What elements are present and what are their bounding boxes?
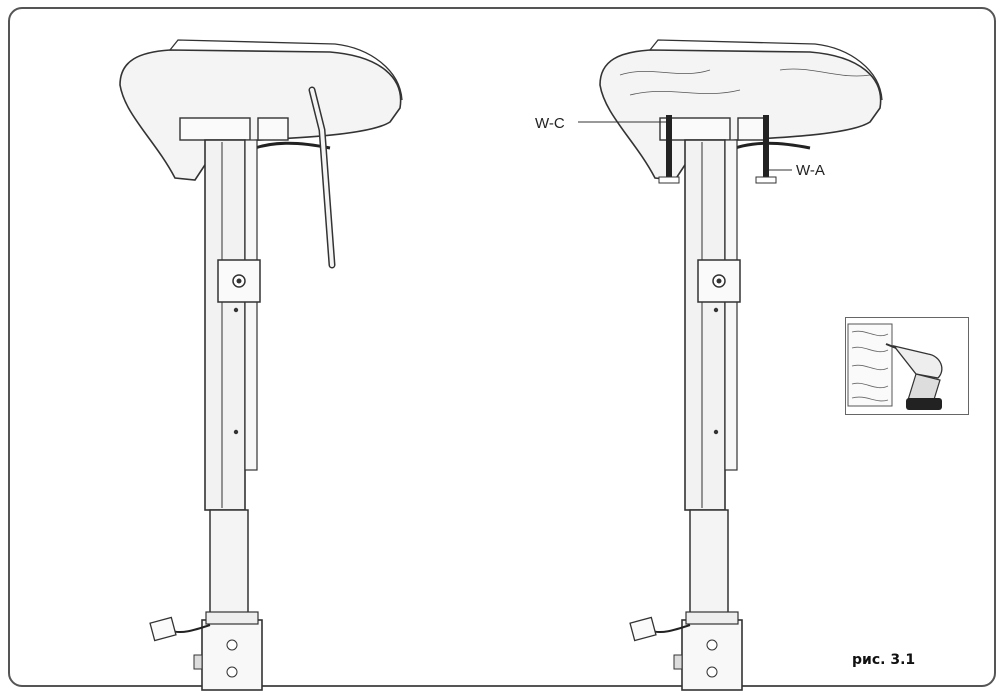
drill-inset	[845, 317, 969, 415]
left-mount-illustration	[118, 38, 404, 692]
label-wc: W-C	[535, 115, 565, 132]
figure-caption: рис. 3.1	[852, 652, 916, 668]
screw-wa	[755, 115, 777, 184]
drill-into-wood-icon	[847, 323, 943, 410]
screw-wc	[658, 115, 680, 184]
figure-frame	[8, 7, 996, 687]
label-wa: W-A	[796, 162, 825, 179]
right-mount-illustration	[578, 38, 884, 692]
